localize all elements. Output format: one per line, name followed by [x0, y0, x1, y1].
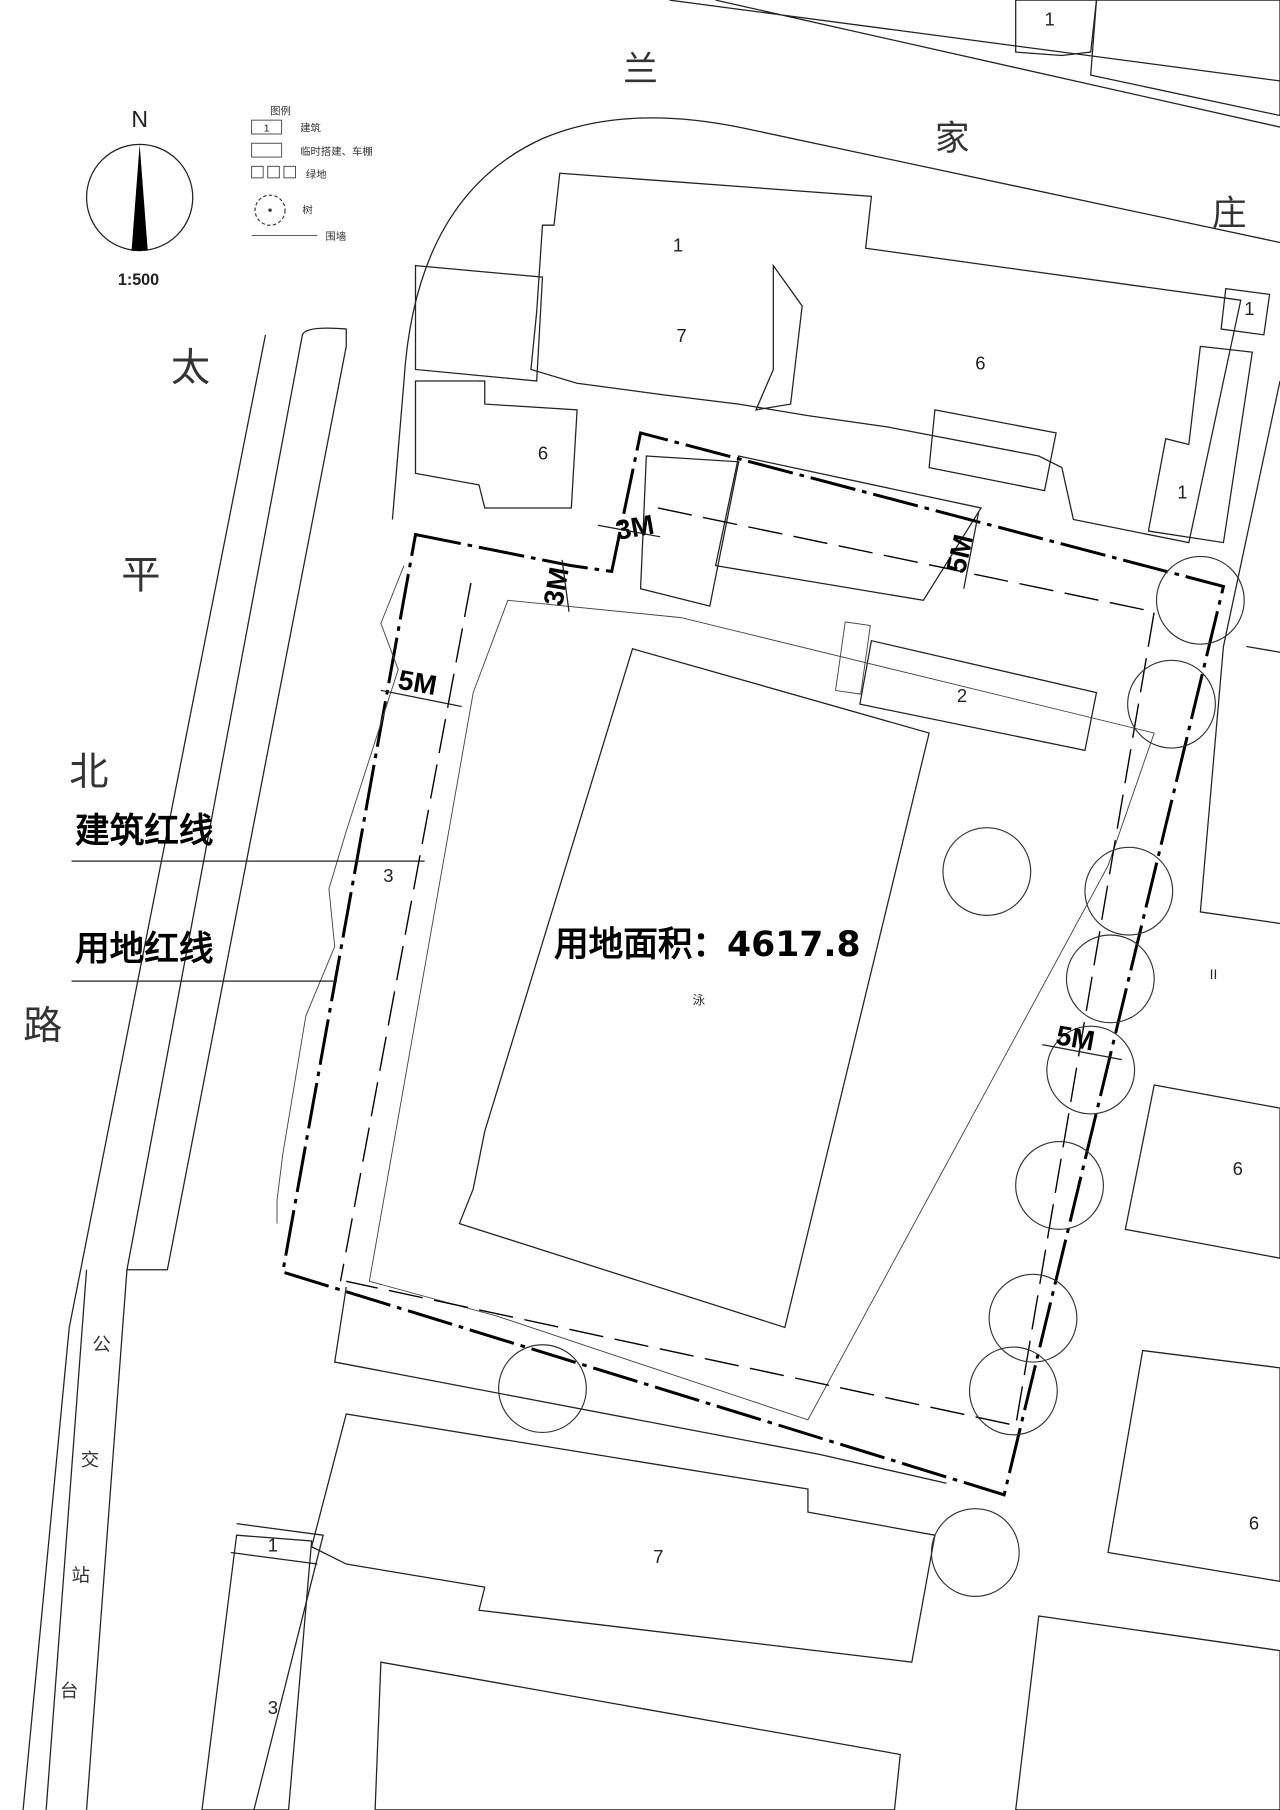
building-number: 2	[957, 685, 967, 706]
scale-label: 1:500	[118, 271, 159, 289]
building-line-west	[339, 582, 472, 1282]
building-number: 6	[538, 442, 548, 463]
building-number: 6	[1249, 1512, 1259, 1533]
legend-temporary: 临时搭建、车棚	[300, 145, 373, 158]
building-line-label: 建筑红线	[75, 812, 213, 852]
legend-wall: 围墙	[325, 230, 346, 243]
street-char: 台	[60, 1681, 78, 1702]
legend-building-symbol: 1	[264, 124, 270, 135]
building-number: 1	[1177, 482, 1187, 503]
trees	[498, 555, 1245, 1597]
building-number: 1	[673, 235, 683, 256]
legend: 图例 1 建筑 临时搭建、车棚 绿地 树 围墙	[251, 104, 373, 243]
building-number: 1	[268, 1534, 278, 1555]
building-number: 6	[975, 352, 985, 373]
legend-title: 图例	[270, 104, 291, 117]
street-char: 家	[935, 119, 970, 159]
swimming-pool: 泳	[368, 599, 1155, 1421]
building-number: 1	[1244, 298, 1254, 319]
land-line-label: 用地红线	[75, 929, 213, 969]
pool-label: 泳	[693, 992, 706, 1007]
building-number: 1	[1045, 9, 1055, 30]
setback-label: 3M	[538, 565, 575, 608]
street-taipingbeilu: 太 平 北 路	[23, 346, 210, 1049]
street-char: 平	[121, 554, 160, 599]
building-number: 6	[1233, 1158, 1243, 1179]
street-lanjiazhuang: 兰 家 庄	[623, 50, 1246, 234]
street-char: 路	[23, 1004, 62, 1049]
street-char: 站	[72, 1565, 90, 1586]
legend-green: 绿地	[306, 168, 327, 181]
compass-needle-icon	[131, 144, 148, 251]
bus-stop-label: 公 交 站 台	[60, 1335, 111, 1702]
setback-label: 3M	[613, 509, 656, 546]
street-char: 交	[81, 1450, 99, 1471]
north-label: N	[131, 106, 148, 132]
building-number: 7	[653, 1546, 663, 1567]
building-number: II	[1210, 966, 1218, 982]
street-char: 太	[171, 346, 210, 391]
callouts: 建筑红线 用地红线 用地面积：4617.8	[71, 812, 861, 982]
legend-tree: 树	[302, 204, 312, 217]
street-char: 公	[92, 1335, 110, 1356]
north-arrow: N 1:500	[85, 106, 194, 289]
building-number: 3	[268, 1697, 278, 1718]
site-area-label: 用地面积：4617.8	[554, 925, 861, 965]
legend-building: 建筑	[300, 122, 321, 135]
land-red-line	[281, 431, 1226, 1497]
setback-label: 5M	[396, 664, 439, 701]
street-char: 北	[69, 750, 108, 795]
street-char: 庄	[1212, 194, 1247, 234]
building-numbers: 1 1 7 6 1 6 1 2 3 6 7 6 1 3 II	[268, 9, 1259, 1719]
building-line	[346, 507, 1155, 1427]
building-number: 7	[676, 325, 686, 346]
setback-dimensions: 3M 3M 5M 5M 5M	[380, 509, 1122, 1061]
street-char: 兰	[623, 50, 658, 90]
building-number: 3	[383, 865, 393, 886]
